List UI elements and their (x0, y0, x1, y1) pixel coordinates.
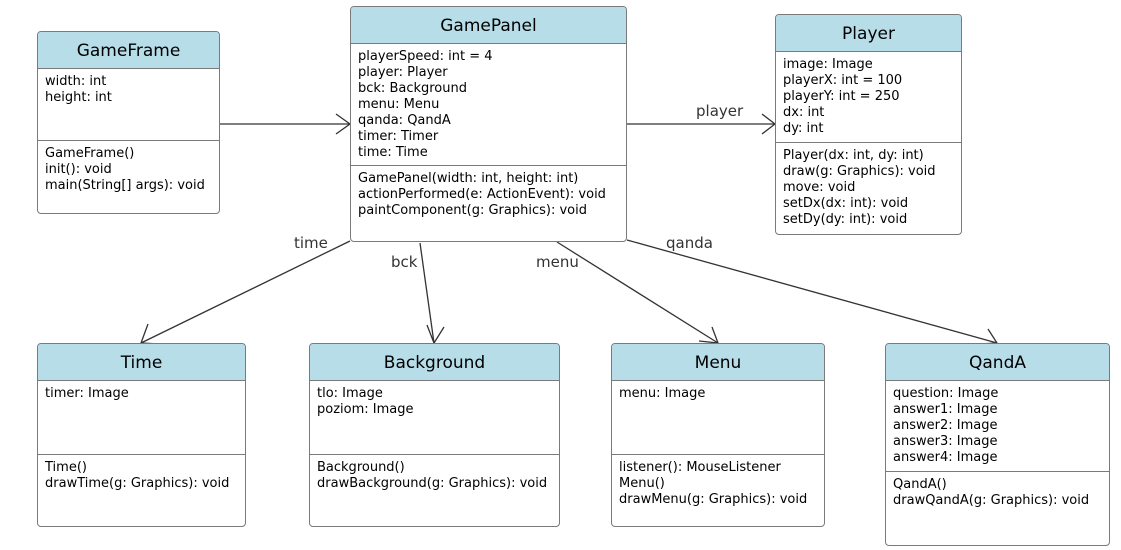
operation: draw(g: Graphics): void (783, 164, 936, 179)
operation: drawTime(g: Graphics): void (45, 476, 230, 491)
attribute: answer1: Image (893, 402, 998, 417)
class-box-menu[interactable]: Menu menu: Image listener(): MouseListen… (611, 343, 825, 527)
operations-compartment: GamePanel(width: int, height: int) actio… (351, 166, 626, 224)
attribute: menu: Image (619, 386, 706, 401)
operations-compartment: GameFrame() init(): void main(String[] a… (38, 141, 219, 199)
attribute: playerY: int = 250 (783, 89, 900, 104)
operations-compartment: QandA() drawQandA(g: Graphics): void (886, 472, 1109, 514)
operation: Time() (45, 460, 87, 475)
class-name: GameFrame (38, 32, 219, 69)
class-name: Background (310, 344, 559, 381)
operations-compartment: listener(): MouseListener Menu() drawMen… (612, 455, 824, 513)
attribute: question: Image (893, 386, 999, 401)
attribute: playerX: int = 100 (783, 73, 903, 88)
operation: main(String[] args): void (45, 178, 205, 193)
association-line-menu (556, 241, 719, 344)
association-line-time (140, 240, 351, 344)
attribute: poziom: Image (317, 402, 414, 417)
attribute: player: Player (358, 65, 448, 80)
attributes-compartment: question: Image answer1: Image answer2: … (886, 381, 1109, 472)
operation: drawBackground(g: Graphics): void (317, 476, 548, 491)
class-box-gamepanel[interactable]: GamePanel playerSpeed: int = 4 player: P… (350, 6, 627, 242)
attribute: dy: int (783, 121, 824, 136)
attribute: height: int (45, 90, 112, 105)
class-box-gameframe[interactable]: GameFrame width: int height: int GameFra… (37, 31, 220, 214)
class-box-time[interactable]: Time timer: Image Time() drawTime(g: Gra… (37, 343, 246, 527)
attributes-compartment: width: int height: int (38, 69, 219, 141)
attribute: answer3: Image (893, 434, 998, 449)
association-label-qanda: qanda (666, 234, 713, 252)
attributes-compartment: timer: Image (38, 381, 245, 455)
attribute: timer: Timer (358, 129, 439, 144)
attributes-compartment: tlo: Image poziom: Image (310, 381, 559, 455)
attributes-compartment: menu: Image (612, 381, 824, 455)
operation: move: void (783, 180, 856, 195)
operation: Menu() (619, 476, 665, 491)
operation: GamePanel(width: int, height: int) (358, 171, 579, 186)
operation: init(): void (45, 162, 112, 177)
arrowhead-bck-icon (426, 324, 445, 345)
operation: drawQandA(g: Graphics): void (893, 493, 1090, 508)
attribute: tlo: Image (317, 386, 383, 401)
attribute: bck: Background (358, 81, 467, 96)
attribute: time: Time (358, 145, 428, 160)
association-line-bck (419, 242, 435, 344)
association-line-qanda (626, 239, 998, 344)
class-name: Player (776, 15, 961, 52)
operation: setDx(dx: int): void (783, 196, 909, 211)
attribute: answer2: Image (893, 418, 998, 433)
class-box-player[interactable]: Player image: Image playerX: int = 100 p… (775, 14, 962, 235)
class-box-qanda[interactable]: QandA question: Image answer1: Image ans… (885, 343, 1110, 546)
association-label-menu: menu (536, 253, 579, 271)
class-name: GamePanel (351, 7, 626, 44)
attribute: width: int (45, 74, 107, 89)
attribute: playerSpeed: int = 4 (358, 49, 493, 64)
attributes-compartment: playerSpeed: int = 4 player: Player bck:… (351, 44, 626, 166)
operation: actionPerformed(e: ActionEvent): void (358, 187, 606, 202)
class-name: Time (38, 344, 245, 381)
association-label-player: player (696, 102, 744, 120)
attribute: dx: int (783, 105, 825, 120)
attribute: qanda: QandA (358, 113, 451, 128)
attributes-compartment: image: Image playerX: int = 100 playerY:… (776, 52, 961, 143)
operation: Player(dx: int, dy: int) (783, 148, 924, 163)
attribute: image: Image (783, 57, 873, 72)
operation: paintComponent(g: Graphics): void (358, 203, 587, 218)
operation: GameFrame() (45, 146, 135, 161)
operations-compartment: Player(dx: int, dy: int) draw(g: Graphic… (776, 143, 961, 233)
operations-compartment: Background() drawBackground(g: Graphics)… (310, 455, 559, 497)
attribute: menu: Menu (358, 97, 440, 112)
class-name: QandA (886, 344, 1109, 381)
class-name: Menu (612, 344, 824, 381)
operation: listener(): MouseListener (619, 460, 781, 475)
attribute: timer: Image (45, 386, 129, 401)
attribute: answer4: Image (893, 450, 998, 465)
operations-compartment: Time() drawTime(g: Graphics): void (38, 455, 245, 497)
operation: Background() (317, 460, 405, 475)
class-box-background[interactable]: Background tlo: Image poziom: Image Back… (309, 343, 560, 527)
association-label-bck: bck (391, 253, 418, 271)
association-label-time: time (294, 234, 328, 252)
operation: setDy(dy: int): void (783, 212, 908, 227)
operation: QandA() (893, 477, 947, 492)
operation: drawMenu(g: Graphics): void (619, 492, 808, 507)
